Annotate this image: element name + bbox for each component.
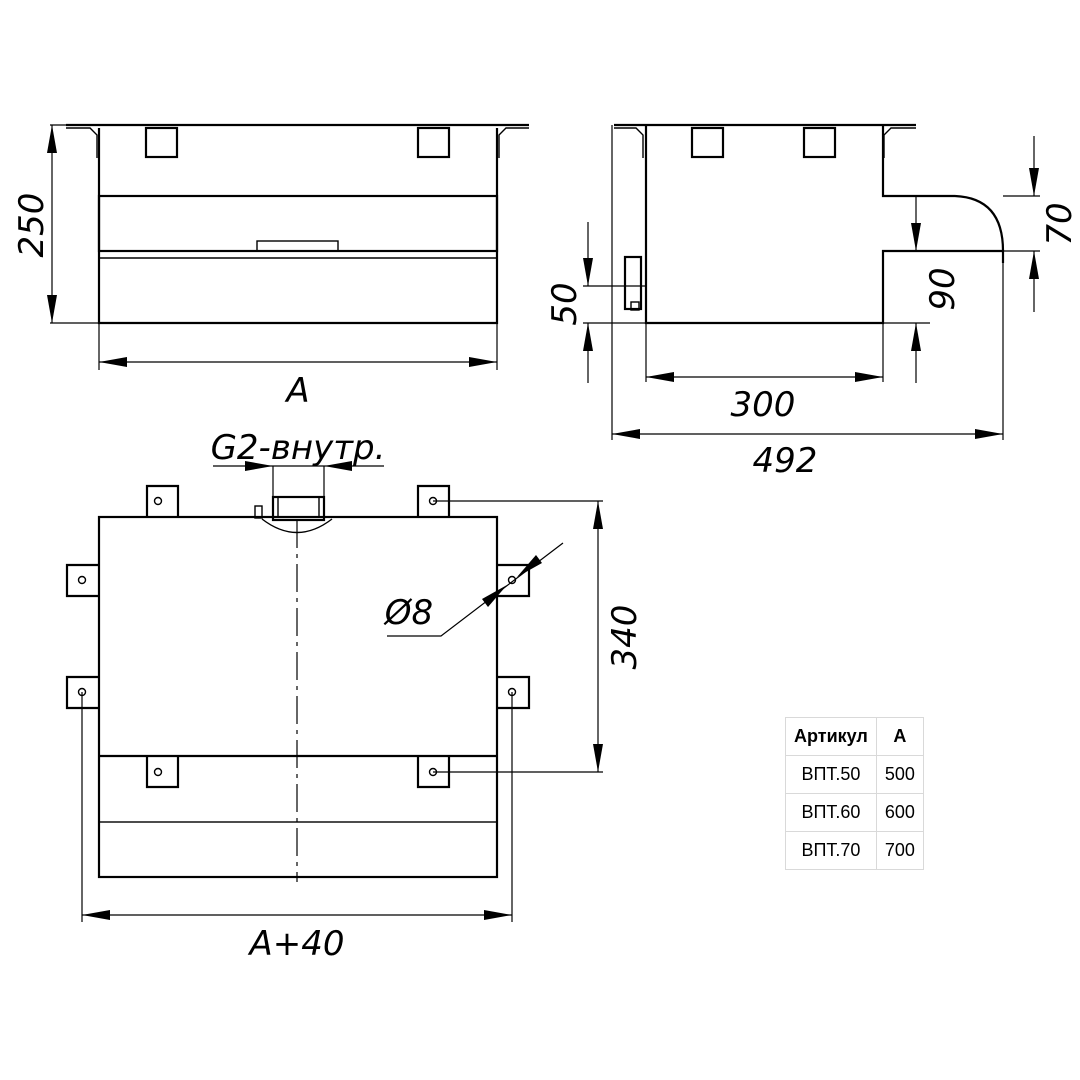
dim-mount-spacing-label: 340 (605, 605, 645, 670)
dim-front-height-label: 250 (12, 193, 52, 258)
table-cell-a: 600 (875, 793, 924, 832)
dim-mount-width-label: A+40 (247, 924, 344, 964)
dim-side-depth-label: 300 (731, 385, 796, 425)
table-row: ВПТ.70 700 (785, 831, 924, 870)
spec-table: Артикул A ВПТ.50 500 ВПТ.60 600 ВПТ.70 7… (785, 717, 924, 870)
table-cell-a: 500 (875, 755, 924, 794)
table-row: ВПТ.60 600 (785, 793, 924, 832)
dim-connection-label: G2-внутр. (211, 428, 386, 468)
table-cell-article: ВПТ.60 (785, 793, 877, 832)
table-cell-article: ВПТ.50 (785, 755, 877, 794)
dim-hole-diameter-label: Ø8 (383, 593, 433, 633)
table-header-row: Артикул A (785, 717, 924, 756)
dim-outlet-height-label: 70 (1040, 202, 1080, 245)
table-cell-article: ВПТ.70 (785, 831, 877, 870)
table-header-article: Артикул (785, 717, 877, 756)
table-row: ВПТ.50 500 (785, 755, 924, 794)
dim-side-step-label: 50 (545, 282, 585, 325)
table-cell-a: 700 (875, 831, 924, 870)
top-view (65, 461, 603, 922)
dim-front-width-label: A (284, 371, 309, 411)
dim-outlet-offset-label: 90 (923, 267, 963, 310)
table-header-a: A (875, 717, 924, 756)
dim-side-total-label: 492 (753, 441, 818, 481)
front-view (47, 123, 529, 370)
side-view (583, 123, 1040, 440)
